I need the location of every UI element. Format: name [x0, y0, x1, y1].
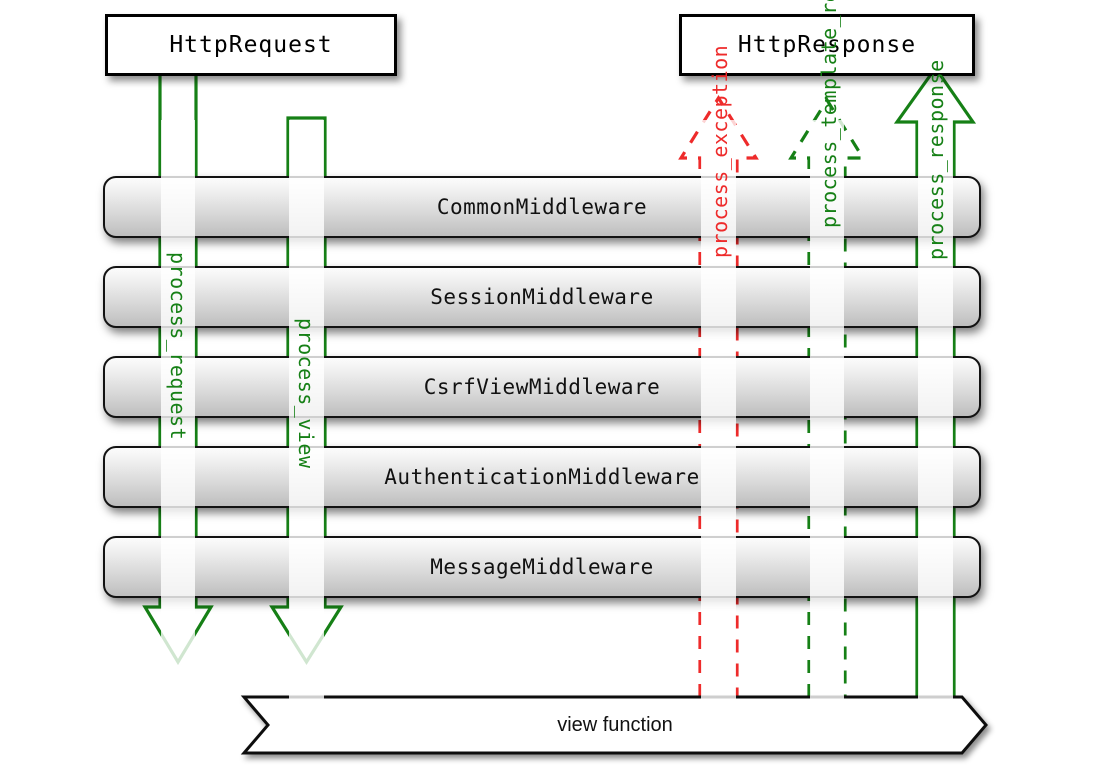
- flow-label-process-exception: process_exception: [708, 44, 732, 258]
- view-function: view function: [244, 697, 986, 753]
- view-function-label: view function: [557, 713, 673, 736]
- http-response-label: HttpResponse: [737, 32, 917, 58]
- flow-label-process-template-response: process_template_response: [817, 0, 841, 228]
- shaft-band-process-exception: [701, 120, 736, 700]
- http-request-label: HttpRequest: [169, 32, 333, 58]
- middleware-bar-session: SessionMiddleware: [103, 266, 981, 328]
- flow-label-process-response: process_response: [924, 59, 948, 260]
- middleware-bar-authentication: AuthenticationMiddleware: [103, 446, 981, 508]
- middleware-label: SessionMiddleware: [430, 285, 654, 309]
- http-request-box: HttpRequest: [105, 14, 397, 76]
- middleware-label: CsrfViewMiddleware: [423, 375, 661, 399]
- shaft-band-process-view: [289, 120, 324, 700]
- arrow-process-template-response: [788, 96, 866, 697]
- shaft-band-process-response: [918, 120, 953, 700]
- middleware-bar-message: MessageMiddleware: [103, 536, 981, 598]
- middleware-label: MessageMiddleware: [430, 555, 654, 579]
- view-function-shape: [240, 695, 988, 755]
- http-response-box: HttpResponse: [679, 14, 975, 76]
- middleware-label: CommonMiddleware: [436, 195, 648, 219]
- flow-label-process-view: process_view: [294, 318, 318, 469]
- middleware-bar-common: CommonMiddleware: [103, 176, 981, 238]
- shaft-band-process-template-response: [810, 120, 844, 700]
- middleware-label: AuthenticationMiddleware: [384, 465, 700, 489]
- arrow-process-exception: [678, 94, 759, 697]
- flow-label-process-request: process_request: [166, 252, 190, 441]
- middleware-bar-csrfview: CsrfViewMiddleware: [103, 356, 981, 418]
- shaft-band-process-request: [161, 120, 195, 700]
